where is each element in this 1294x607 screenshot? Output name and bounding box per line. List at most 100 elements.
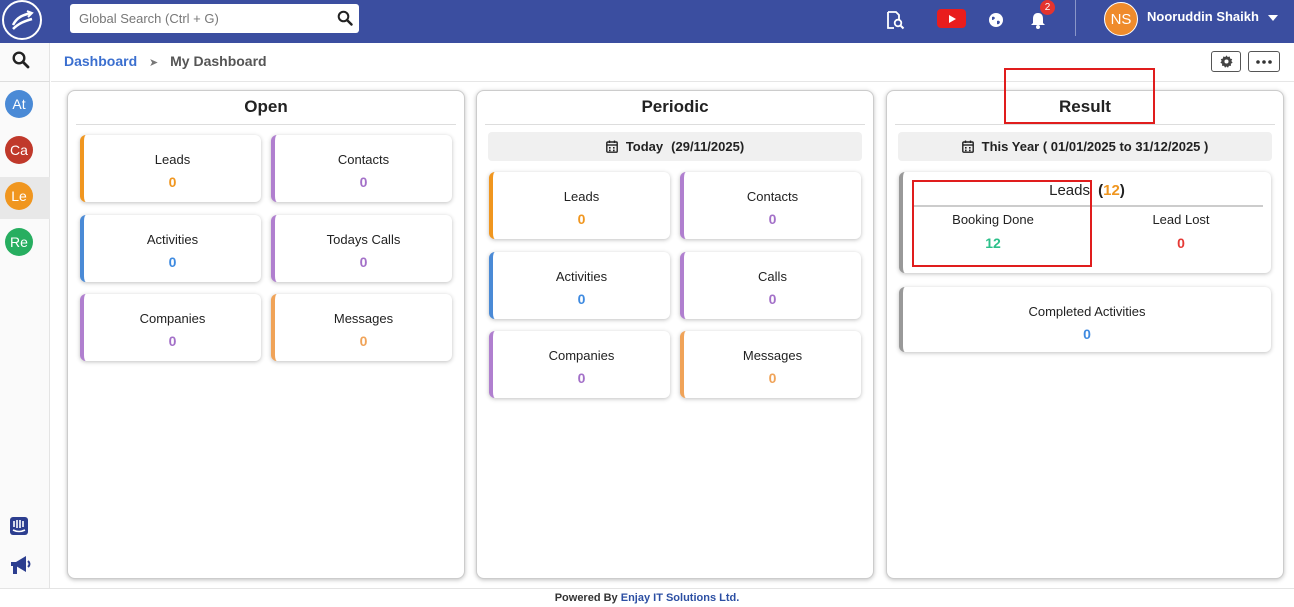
completed-activities-card[interactable]: Completed Activities 0 — [899, 287, 1271, 352]
periodic-contacts-card[interactable]: Contacts 0 — [680, 172, 861, 239]
periodic-leads-card[interactable]: Leads 0 — [489, 172, 670, 239]
result-date-bar: This Year ( 01/01/2025 to 31/12/2025 ) — [898, 132, 1272, 161]
lead-lost-label: Lead Lost — [1152, 212, 1210, 227]
open-companies-card[interactable]: Companies 0 — [80, 294, 261, 361]
intercom-icon[interactable] — [9, 516, 29, 536]
settings-button[interactable] — [1211, 51, 1241, 72]
top-navbar: 2 NS Nooruddin Shaikh — [0, 0, 1294, 43]
periodic-date-bar: Today (29/11/2025) — [488, 132, 862, 161]
card-label: Contacts — [337, 152, 390, 167]
user-avatar[interactable]: NS — [1104, 2, 1138, 36]
booking-done-value: 12 — [985, 235, 1001, 251]
notification-badge: 2 — [1040, 0, 1055, 15]
card-value: 0 — [168, 254, 177, 270]
completed-activities-value: 0 — [1083, 326, 1091, 342]
card-value: 0 — [577, 211, 586, 227]
periodic-companies-card[interactable]: Companies 0 — [489, 331, 670, 398]
sidebar-item-reports[interactable]: Re — [5, 228, 33, 256]
breadcrumb-dashboard-link[interactable]: Dashboard — [64, 53, 138, 69]
card-value: 0 — [359, 174, 368, 190]
content-divider — [51, 81, 1294, 82]
sidebar-item-leads[interactable]: Le — [5, 182, 33, 210]
panel-title-divider — [485, 124, 865, 125]
card-label: Leads — [154, 152, 191, 167]
card-value: 0 — [768, 370, 777, 386]
result-leads-card: Leads (12) Booking Done 12 Lead Lost 0 — [899, 172, 1271, 273]
breadcrumb-current: My Dashboard — [170, 53, 267, 69]
leads-heading-divider — [913, 205, 1263, 207]
calendar-icon — [605, 140, 618, 153]
calendar-icon — [961, 140, 974, 153]
lead-lost-item[interactable]: Lead Lost 0 — [1091, 212, 1271, 251]
result-leads-count-number: 12 — [1103, 182, 1120, 199]
periodic-activities-card[interactable]: Activities 0 — [489, 252, 670, 319]
card-value: 0 — [168, 174, 177, 190]
open-panel: Open Leads 0 Contacts 0 Activities 0 Tod… — [67, 90, 465, 579]
card-label: Leads — [563, 189, 600, 204]
footer-company-link[interactable]: Enjay IT Solutions Ltd. — [620, 592, 740, 604]
card-value: 0 — [168, 333, 177, 349]
booking-done-label: Booking Done — [952, 212, 1034, 227]
card-value: 0 — [577, 291, 586, 307]
result-panel-title: Result — [1059, 97, 1111, 116]
panel-title-divider — [895, 124, 1275, 125]
gear-icon — [1219, 55, 1233, 68]
card-label: Contacts — [746, 189, 799, 204]
navbar-divider — [1075, 0, 1076, 36]
open-messages-card[interactable]: Messages 0 — [271, 294, 452, 361]
card-label: Companies — [548, 348, 615, 363]
annotation-box-booking — [912, 180, 1092, 267]
search-icon[interactable] — [337, 10, 353, 26]
footer-prefix: Powered By — [554, 592, 618, 604]
result-leads-count: (12) — [1098, 182, 1125, 199]
more-options-button[interactable] — [1248, 51, 1280, 72]
card-value: 0 — [359, 333, 368, 349]
globe-icon[interactable] — [985, 9, 1007, 31]
global-search-input[interactable] — [70, 4, 320, 33]
result-date-text: This Year ( 01/01/2025 to 31/12/2025 ) — [981, 139, 1209, 154]
megaphone-icon[interactable] — [9, 554, 33, 576]
card-value: 0 — [768, 291, 777, 307]
left-sidebar: At Ca Le Re — [0, 43, 50, 588]
card-label: Todays Calls — [326, 232, 401, 247]
global-search — [70, 4, 359, 33]
annotation-box-result — [1004, 68, 1155, 124]
result-leads-heading: Leads (12) — [903, 182, 1271, 199]
periodic-calls-card[interactable]: Calls 0 — [680, 252, 861, 319]
booking-done-item[interactable]: Booking Done 12 — [903, 212, 1083, 251]
breadcrumb: Dashboard ➤ My Dashboard — [64, 53, 267, 69]
open-activities-card[interactable]: Activities 0 — [80, 215, 261, 282]
card-label: Companies — [139, 311, 206, 326]
youtube-icon[interactable] — [937, 9, 966, 28]
open-leads-card[interactable]: Leads 0 — [80, 135, 261, 202]
result-leads-label: Leads — [1049, 182, 1090, 199]
card-value: 0 — [577, 370, 586, 386]
sidebar-search-icon[interactable] — [12, 51, 30, 69]
card-label: Calls — [758, 269, 787, 284]
open-contacts-card[interactable]: Contacts 0 — [271, 135, 452, 202]
periodic-panel: Periodic Today (29/11/2025) Leads 0 Cont… — [476, 90, 874, 579]
card-label: Activities — [555, 269, 608, 284]
ellipsis-icon — [1256, 59, 1272, 64]
document-search-icon[interactable] — [884, 9, 906, 31]
lead-lost-value: 0 — [1177, 235, 1185, 251]
logo-icon — [11, 10, 34, 30]
open-todays-calls-card[interactable]: Todays Calls 0 — [271, 215, 452, 282]
sidebar-item-activities[interactable]: At — [5, 90, 33, 118]
sidebar-item-calls[interactable]: Ca — [5, 136, 33, 164]
footer: Powered By Enjay IT Solutions Ltd. — [0, 588, 1294, 607]
app-logo[interactable] — [2, 0, 42, 40]
open-panel-title: Open — [244, 97, 288, 116]
periodic-messages-card[interactable]: Messages 0 — [680, 331, 861, 398]
panel-title-divider — [76, 124, 456, 125]
periodic-panel-title: Periodic — [641, 97, 709, 116]
periodic-date-label: Today — [625, 139, 664, 154]
breadcrumb-arrow-icon: ➤ — [149, 57, 159, 69]
user-name[interactable]: Nooruddin Shaikh — [1147, 9, 1259, 24]
result-panel: Result This Year ( 01/01/2025 to 31/12/2… — [886, 90, 1284, 579]
bell-icon[interactable] — [1027, 9, 1049, 31]
completed-activities-label: Completed Activities — [1028, 304, 1146, 319]
card-value: 0 — [768, 211, 777, 227]
chevron-down-icon[interactable] — [1268, 15, 1278, 21]
card-label: Messages — [742, 348, 803, 363]
